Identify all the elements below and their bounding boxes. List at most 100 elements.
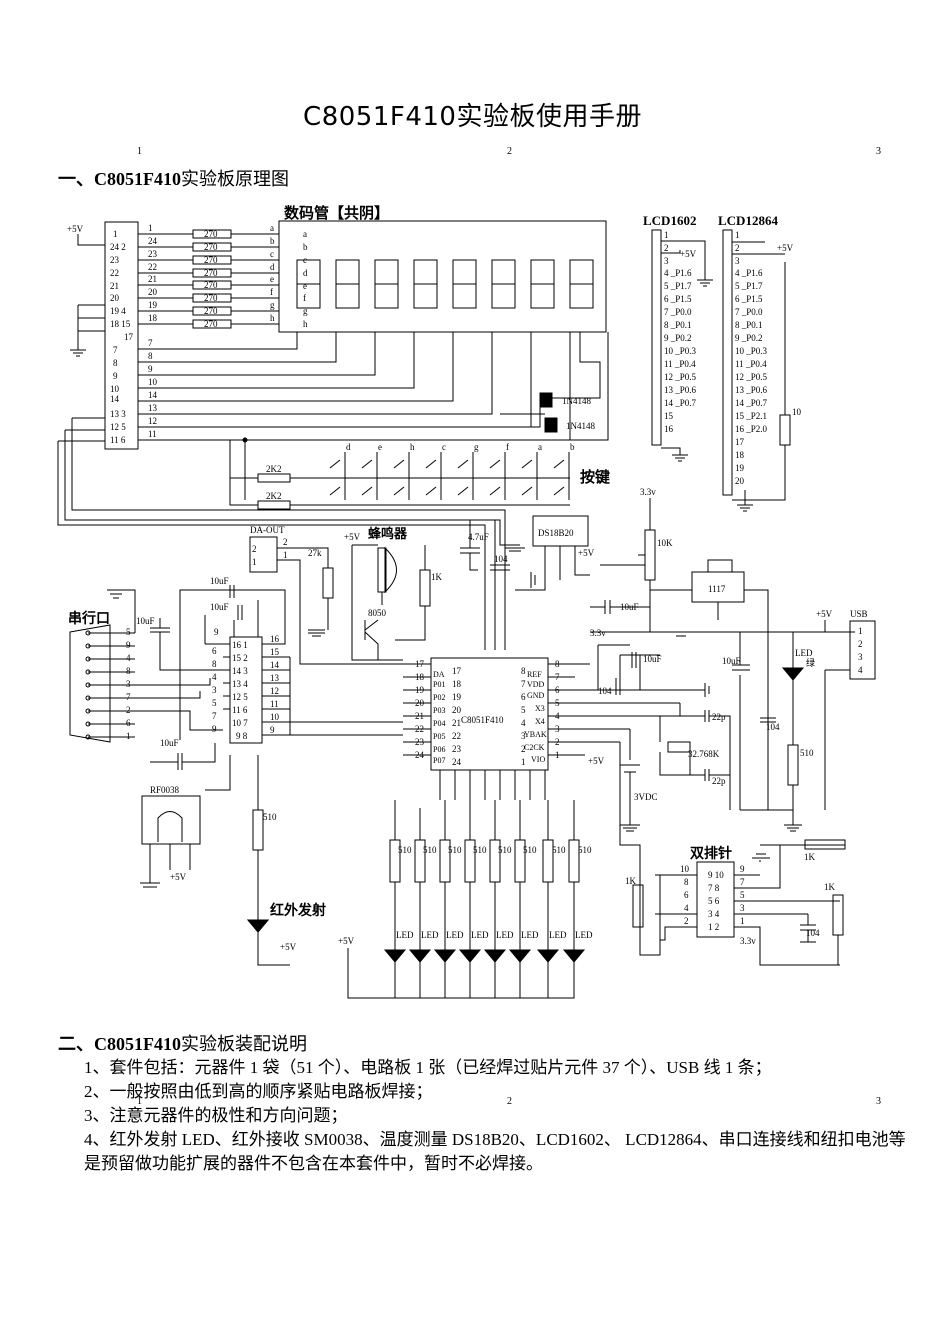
diode-1: [539, 392, 553, 408]
res-label: 270: [204, 268, 218, 278]
net-num: 8: [148, 351, 153, 361]
da-out-label: DA-OUT: [250, 525, 285, 535]
diode-label: 1N4148: [566, 421, 595, 431]
led-label: LED: [496, 930, 514, 940]
lcd1602-label: LCD1602: [643, 213, 696, 228]
max-pin: 9: [212, 724, 217, 734]
res-label: 270: [204, 255, 218, 265]
left-ic: [104, 221, 139, 450]
vcc-label: +5V: [280, 942, 297, 952]
res-label: 10K: [657, 538, 673, 548]
ic-pin: 8: [113, 358, 118, 368]
db9-pin: 8: [126, 666, 131, 676]
mcu-pin: 19: [452, 692, 462, 702]
lcd-pin: 9 _P0.2: [664, 333, 692, 343]
res-label: 510: [263, 812, 277, 822]
ic-pin: 10: [110, 384, 120, 394]
net-num: 12: [148, 416, 157, 426]
seg-letter: b: [303, 242, 308, 252]
power-led: [781, 667, 805, 681]
seg-letter: a: [303, 229, 307, 239]
key-letter: f: [506, 442, 509, 452]
lcd-pin: 17: [735, 437, 745, 447]
cap-label: 10uF: [136, 616, 155, 626]
net-num: 23: [148, 249, 158, 259]
net-letter: f: [270, 287, 273, 297]
buzzer-label: 蜂鸣器: [368, 526, 408, 541]
mcu-port-label: X4: [535, 717, 545, 726]
lcd-pin: 8 _P0.1: [735, 320, 763, 330]
ic-pin: 24 2: [110, 242, 126, 252]
res-label: 270: [204, 319, 218, 329]
key-matrix: [229, 440, 570, 506]
da-pin: 1: [252, 557, 257, 567]
mcu-port-label: P01: [433, 680, 445, 689]
cap-label: 104: [806, 928, 820, 938]
key-letter: e: [378, 442, 382, 452]
mcu-pin: 21: [452, 718, 461, 728]
lcd-pin: 10 _P0.3: [735, 346, 768, 356]
seg-letter: c: [303, 255, 307, 265]
net-num: 21: [148, 274, 157, 284]
max-pin: 3: [212, 685, 217, 695]
column-marker-2: 2: [507, 146, 512, 157]
lcd-pin: 3: [735, 256, 740, 266]
cap-label: 104: [494, 554, 508, 564]
lcd-pin: 8 _P0.1: [664, 320, 692, 330]
net-num: 7: [148, 338, 153, 348]
db9-pin: 4: [126, 653, 131, 663]
mcu-port-label: P06: [433, 745, 445, 754]
mcu-port-label: P07: [433, 756, 445, 765]
max232-chip: [229, 636, 263, 744]
key-letter: g: [474, 442, 479, 452]
cap-label: 104: [766, 722, 780, 732]
mcu-pin: 24: [452, 757, 462, 767]
header-pins: 9 10 7 8 5 6 3 4 1 2 10 8 6 4 2 9 7 5 3 …: [680, 864, 745, 932]
net-num: 9: [148, 364, 153, 374]
header-pin: 6: [684, 890, 689, 900]
ic-pin: 12 5: [110, 422, 126, 432]
led-green-label: 绿: [806, 657, 815, 668]
header-pin: 8: [684, 877, 689, 887]
lcd-pin: 15 _P2.1: [735, 411, 767, 421]
keys-label: 按键: [580, 468, 610, 486]
vcc-label: +5V: [680, 249, 697, 259]
lcd-pin: 16: [664, 424, 674, 434]
mcu-pin: 23: [452, 744, 462, 754]
lcd-pin: 2: [735, 243, 740, 253]
led-label: LED: [521, 930, 539, 940]
max-pin: 8: [212, 659, 217, 669]
ic-pin: 19 4: [110, 306, 126, 316]
led-label: LED: [795, 648, 813, 658]
ic-pin: 14: [110, 394, 120, 404]
lcd12864-pins: 1 2 3 4 _P1.6 5 _P1.7 6 _P1.5 7 _P0.0 8 …: [735, 230, 768, 486]
vcc-label: +5V: [777, 243, 794, 253]
res-label: 2K2: [266, 464, 282, 474]
assembly-item-2: 2、一般按照由低到高的顺序紧贴电路板焊接；: [84, 1082, 433, 1101]
res-label: 1K: [824, 882, 836, 892]
mcu-pin: 8: [521, 666, 526, 676]
cap-label: 22p: [712, 776, 726, 786]
ic-pin: 1: [113, 229, 118, 239]
vcc-label: +5V: [578, 548, 595, 558]
lcd-pin: 12 _P0.5: [664, 372, 697, 382]
lcd-pin: 13 _P0.6: [664, 385, 697, 395]
res-label: 510: [398, 845, 412, 855]
res-1k-header: [804, 839, 846, 850]
max-pin: 6: [212, 646, 217, 656]
lcd-pin: 7 _P0.0: [664, 307, 692, 317]
header-pin: 10: [680, 864, 690, 874]
mcu-port-label: X3: [535, 704, 545, 713]
lcd-pin: 7 _P0.0: [735, 307, 763, 317]
res-1k: [419, 569, 431, 607]
key-letter: b: [570, 442, 575, 452]
res-label: 510: [552, 845, 566, 855]
seg-letters: a b c d e f g h: [303, 229, 308, 329]
header-pin: 7 8: [708, 883, 720, 893]
res-label: 270: [204, 280, 218, 290]
mcu-port-label: DA: [433, 670, 445, 679]
usb-pins: 1 2 3 4: [858, 626, 863, 675]
ir-tx-label: 红外发射: [270, 902, 326, 919]
db9-pin: 9: [126, 640, 131, 650]
res-label: 510: [498, 845, 512, 855]
